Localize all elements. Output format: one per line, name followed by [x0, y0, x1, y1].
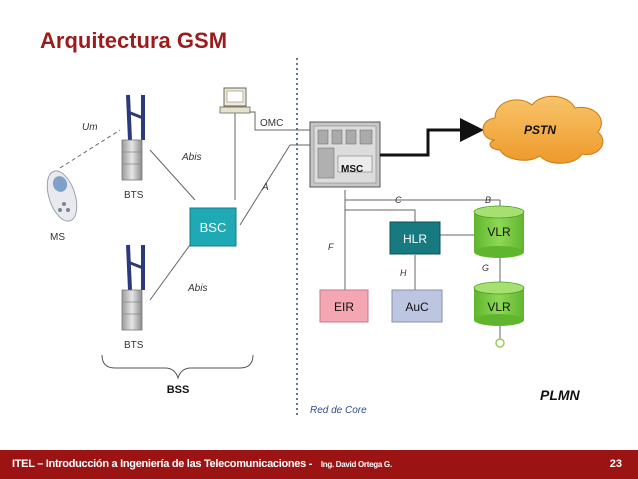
auc-box	[391, 289, 443, 323]
line-ms-bts-um	[59, 129, 121, 169]
footer-course: ITEL – Introducción a Ingeniería de las …	[12, 458, 313, 470]
line-bsc-msc	[239, 144, 310, 226]
mobile-phone-icon	[46, 170, 78, 222]
eir-box	[319, 289, 369, 323]
plmn-label: PLMN	[540, 387, 581, 403]
eir-label: EIR	[334, 300, 354, 314]
vlr1-label: VLR	[487, 225, 511, 239]
pstn-cloud-icon	[482, 95, 604, 164]
vlr2-label: VLR	[487, 300, 511, 314]
ms-label: MS	[50, 232, 65, 243]
vlr-database-icon	[473, 281, 525, 326]
line-bts1-bsc	[149, 149, 196, 201]
hlr-label: HLR	[403, 232, 427, 246]
computer-terminal-icon	[219, 87, 251, 114]
connection-lines	[59, 111, 501, 340]
line-bts2-bsc	[149, 237, 196, 301]
omc-label: OMC	[260, 118, 283, 129]
line-msc-hlr	[344, 190, 416, 225]
bts2-label: BTS	[124, 340, 144, 351]
red-core-label: Red de Core	[310, 405, 367, 416]
c-label: C	[395, 195, 402, 205]
footer-author: Ing. David Ortega G.	[320, 460, 392, 469]
footer-text: ITEL – Introducción a Ingeniería de las …	[12, 458, 392, 470]
a-label: A	[261, 182, 269, 193]
g-label: G	[482, 263, 489, 273]
footer-bar: ITEL – Introducción a Ingeniería de las …	[0, 450, 638, 479]
bsc-box	[189, 207, 237, 247]
gsm-architecture-diagram: Um MS BTS BTS Abis Abis BSC OMC A MSC PS…	[46, 58, 604, 416]
auc-label: AuC	[405, 300, 429, 314]
bts-tower-icon	[121, 94, 145, 181]
vlr-database-icon	[473, 205, 525, 258]
bts1-label: BTS	[124, 190, 144, 201]
f-label: F	[328, 242, 334, 252]
h-label: H	[400, 268, 407, 278]
page-title: Arquitectura GSM	[40, 28, 228, 53]
msc-label: MSC	[341, 164, 363, 175]
bss-bracket	[101, 354, 254, 380]
bsc-label: BSC	[200, 220, 227, 235]
hlr-box	[389, 221, 441, 255]
connector-circle	[495, 338, 505, 348]
um-label: Um	[82, 122, 98, 133]
bss-label: BSS	[167, 384, 190, 396]
abis1-label: Abis	[181, 152, 201, 163]
bts-tower-icon	[121, 244, 145, 331]
msc-pstn-arrow	[380, 118, 484, 157]
msc-switch-icon	[309, 121, 381, 188]
abis2-label: Abis	[187, 283, 207, 294]
page-number: 23	[609, 458, 622, 470]
b-label: B	[485, 195, 491, 205]
pstn-label: PSTN	[524, 123, 556, 137]
